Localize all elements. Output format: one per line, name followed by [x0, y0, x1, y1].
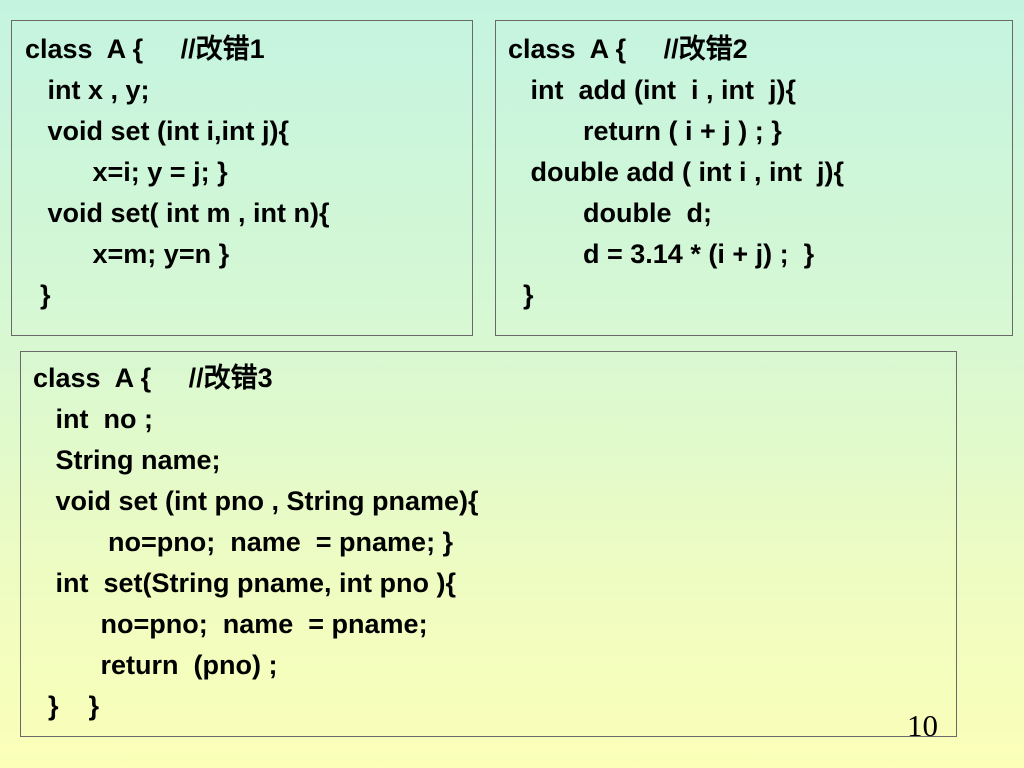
code-line: void set (int pno , String pname){	[33, 486, 479, 516]
code-line: void set (int i,int j){	[25, 116, 290, 146]
code-line: int add (int i , int j){	[508, 75, 796, 105]
page-number: 10	[907, 708, 938, 743]
code-line: d = 3.14 * (i + j) ; }	[508, 239, 815, 269]
code-line: class A { //改错1	[25, 34, 265, 64]
code-line: no=pno; name = pname; }	[33, 527, 454, 557]
code-line: }	[508, 280, 534, 310]
code-box-3: class A { //改错3 int no ; String name; vo…	[20, 351, 957, 737]
code-line: class A { //改错2	[508, 34, 748, 64]
code-line: } }	[33, 691, 100, 721]
code-line: x=m; y=n }	[25, 239, 230, 269]
code-line: }	[25, 280, 51, 310]
code-line: class A { //改错3	[33, 363, 273, 393]
code-line: no=pno; name = pname;	[33, 609, 428, 639]
code-line: return (pno) ;	[33, 650, 278, 680]
code-line: x=i; y = j; }	[25, 157, 228, 187]
code-box-1: class A { //改错1 int x , y; void set (int…	[11, 20, 473, 336]
code-line: void set( int m , int n){	[25, 198, 330, 228]
code-line: double add ( int i , int j){	[508, 157, 844, 187]
code-line: int no ;	[33, 404, 153, 434]
code-box-2: class A { //改错2 int add (int i , int j){…	[495, 20, 1013, 336]
code-line: int x , y;	[25, 75, 150, 105]
code-line: double d;	[508, 198, 712, 228]
code-line: int set(String pname, int pno ){	[33, 568, 457, 598]
code-line: return ( i + j ) ; }	[508, 116, 782, 146]
code-line: String name;	[33, 445, 221, 475]
